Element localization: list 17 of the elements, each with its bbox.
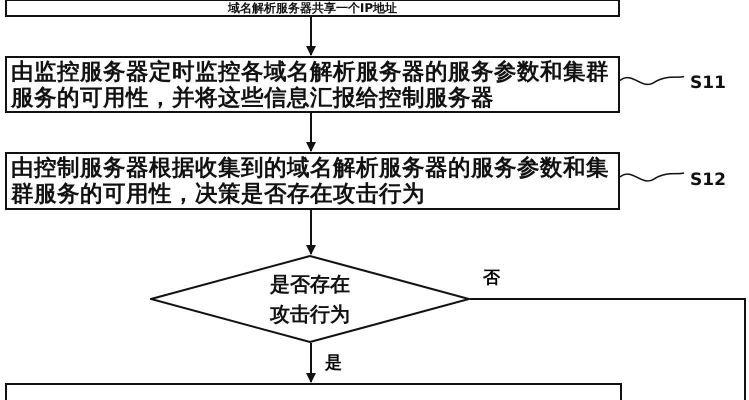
box-text: 域名解析服务器共享一个IP地址 xyxy=(228,2,398,14)
arrow xyxy=(306,210,316,255)
arrow xyxy=(306,113,316,152)
arrow xyxy=(306,17,316,56)
box-text: 由控制服务器根据收集到的域名解析服务器的服务参数和集群服务的可用性，决策是否存在攻击行为 xyxy=(11,155,610,207)
process-box xyxy=(5,0,620,17)
decision-diamond xyxy=(150,255,470,343)
leader-line xyxy=(620,172,684,182)
arrow xyxy=(306,343,316,383)
box-text: 是否存在攻击行为 xyxy=(268,271,351,328)
step-label: S11 xyxy=(690,73,726,93)
connector-line xyxy=(470,298,746,400)
leader-line xyxy=(620,76,684,86)
step-label: S12 xyxy=(690,170,726,190)
edge-label: 否 xyxy=(483,268,500,288)
box-text: 由监控服务器定时监控各域名解析服务器的服务参数和集群服务的可用性，并将这些信息汇报给控制服务器 xyxy=(11,58,610,110)
edge-label: 是 xyxy=(325,353,342,373)
